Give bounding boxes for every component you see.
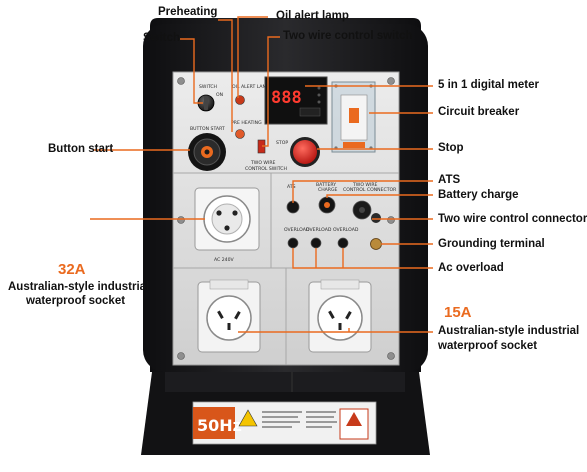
leader-lines (90, 16, 433, 333)
socket-15a-right (308, 279, 372, 353)
panel-connector-label-2: CONTROL CONNECTOR (343, 187, 397, 193)
switch-knob (197, 94, 215, 112)
overload-buttons (287, 237, 349, 249)
callout-oil-alert-lamp: Oil alert lamp (276, 10, 349, 22)
socket-32a (194, 187, 260, 251)
panel-pre-heating-label: PRE HEATING (231, 120, 262, 126)
panel-overload-label-2: OVERLOAD (306, 227, 332, 233)
panel-two-wire-label-2: CONTROL SWITCH (245, 166, 287, 172)
callout-battery-charge: Battery charge (438, 189, 519, 201)
panel-screws (177, 77, 395, 360)
callout-15a-rating: 15A (444, 304, 472, 321)
callout-circuit-breaker: Circuit breaker (438, 106, 520, 118)
panel-battery-label-1: BATTERY (316, 182, 336, 188)
panel-socket-voltage-label: AC 240V (214, 257, 234, 263)
callout-ats: ATS (438, 174, 461, 186)
callout-15a-socket-line1: Australian-style industrial (438, 325, 580, 337)
frequency-badge-text: 50Hz (197, 416, 242, 435)
meter-display: 888 (271, 88, 302, 108)
panel-battery-label-2: CHARGE (318, 187, 338, 193)
panel-button-start-label: BUTTON START (190, 126, 225, 132)
callout-button-start: Button start (48, 143, 114, 155)
callout-32a-socket-line1: Australian-style industrial (8, 281, 150, 293)
panel-connector-label-1: TWO WIRE (352, 182, 378, 188)
callout-two-wire-control-switch: Two wire control switch (283, 30, 413, 42)
panel-ats-label: ATS (287, 184, 296, 190)
panel-two-wire-label-1: TWO WIRE (250, 160, 276, 166)
callout-two-wire-control-connector: Two wire control connector (438, 213, 587, 225)
panel-stop-label: STOP (276, 140, 288, 146)
oil-alert-lamp (235, 95, 245, 105)
two-wire-connector (352, 200, 381, 223)
socket-15a-left (197, 279, 261, 353)
button-start-switch (188, 133, 226, 171)
callout-32a-socket-line2: waterproof socket (26, 295, 126, 307)
panel-oil-alert-label: OIL ALERT LAMP (232, 84, 269, 90)
warning-icon (238, 409, 258, 427)
callout-switch: Switch (143, 32, 181, 44)
preheating-button (235, 129, 245, 139)
frequency-badge (193, 407, 235, 439)
callout-15a-socket-line2: waterproof socket (438, 340, 538, 352)
panel-on-label: ON (216, 92, 223, 98)
callout-stop: Stop (438, 142, 464, 154)
panel-switch-label: SWITCH (199, 84, 217, 90)
grounding-terminal (370, 238, 382, 250)
callout-grounding-terminal: Grounding terminal (438, 238, 545, 250)
callout-ac-overload: Ac overload (438, 262, 504, 274)
circuit-breaker-toggle (349, 108, 359, 123)
panel-overload-label-1: OVERLOAD (284, 227, 310, 233)
panel-overload-label-3: OVERLOAD (333, 227, 359, 233)
callout-preheating: Preheating (158, 6, 218, 18)
stop-button (290, 137, 320, 167)
callout-digital-meter: 5 in 1 digital meter (438, 79, 539, 91)
callout-32a-rating: 32A (58, 261, 86, 278)
